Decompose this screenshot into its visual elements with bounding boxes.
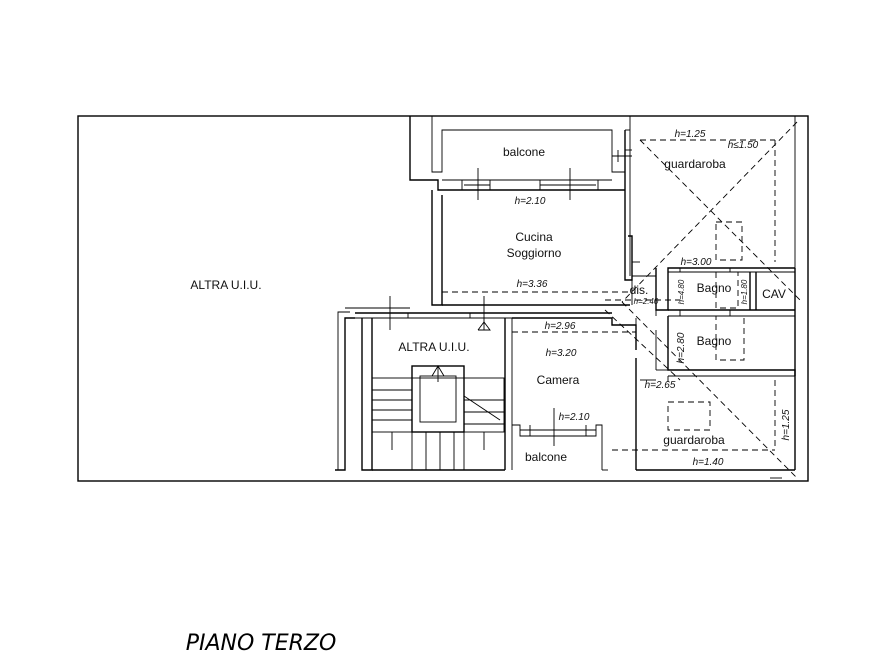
height-label: h=2.40 xyxy=(634,297,659,306)
height-label: h=1.80 xyxy=(740,279,749,304)
height-label: h=3.20 xyxy=(546,348,577,359)
height-label: h=1.40 xyxy=(693,457,724,468)
room-soggiorno: Soggiorno xyxy=(507,246,562,260)
height-label: h=1.25 xyxy=(675,129,706,140)
height-label: h=1.25 xyxy=(781,409,792,440)
floor-title: PIANO TERZO xyxy=(186,631,337,656)
left-unit-walls xyxy=(335,307,410,471)
stair-block xyxy=(361,318,513,471)
room-altra-uiu-stair: ALTRA U.I.U. xyxy=(398,340,469,354)
height-label: h=2.10 xyxy=(515,196,546,207)
height-label: h=2.10 xyxy=(559,412,590,423)
room-balcone-bottom: balcone xyxy=(525,450,567,464)
roof-slope-lines xyxy=(604,121,801,479)
outer-boundary xyxy=(77,115,809,482)
room-cav: CAV xyxy=(762,287,786,301)
right-block-walls xyxy=(631,116,796,471)
room-dis: dis. xyxy=(630,283,649,297)
height-label: h=4.80 xyxy=(677,279,686,304)
height-label: h=2.80 xyxy=(676,332,687,363)
room-guardaroba-top: guardaroba xyxy=(664,157,726,171)
room-camera: Camera xyxy=(537,373,580,387)
room-balcone-top: balcone xyxy=(503,145,545,159)
room-bagno-2: Bagno xyxy=(697,334,732,348)
room-cucina: Cucina xyxy=(515,230,553,244)
height-label: h=2.65 xyxy=(645,380,676,391)
room-guardaroba-bottom: guardaroba xyxy=(663,433,725,447)
height-label: h≤1.50 xyxy=(728,140,759,151)
room-bagno-1: Bagno xyxy=(697,281,732,295)
camera-walls xyxy=(512,317,637,471)
top-balcony-walls xyxy=(409,116,625,200)
height-label: h=3.00 xyxy=(681,257,712,268)
height-label: h=2.96 xyxy=(545,321,576,332)
height-label: h=3.36 xyxy=(517,279,548,290)
room-altra-uiu-left: ALTRA U.I.U. xyxy=(190,278,261,292)
